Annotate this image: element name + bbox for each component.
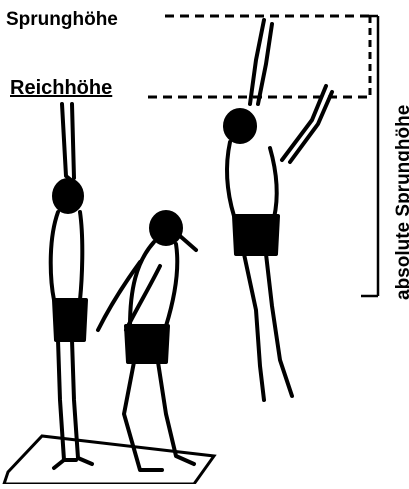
standing-reach-figure [51,104,92,468]
crouching-figure [98,212,196,470]
absolute-jump-height-label: absolute Sprunghöhe [394,105,409,300]
jumping-figure [225,20,332,400]
jump-height-label: Sprunghöhe [6,10,118,29]
reach-height-label: Reichhöhe [10,78,112,98]
